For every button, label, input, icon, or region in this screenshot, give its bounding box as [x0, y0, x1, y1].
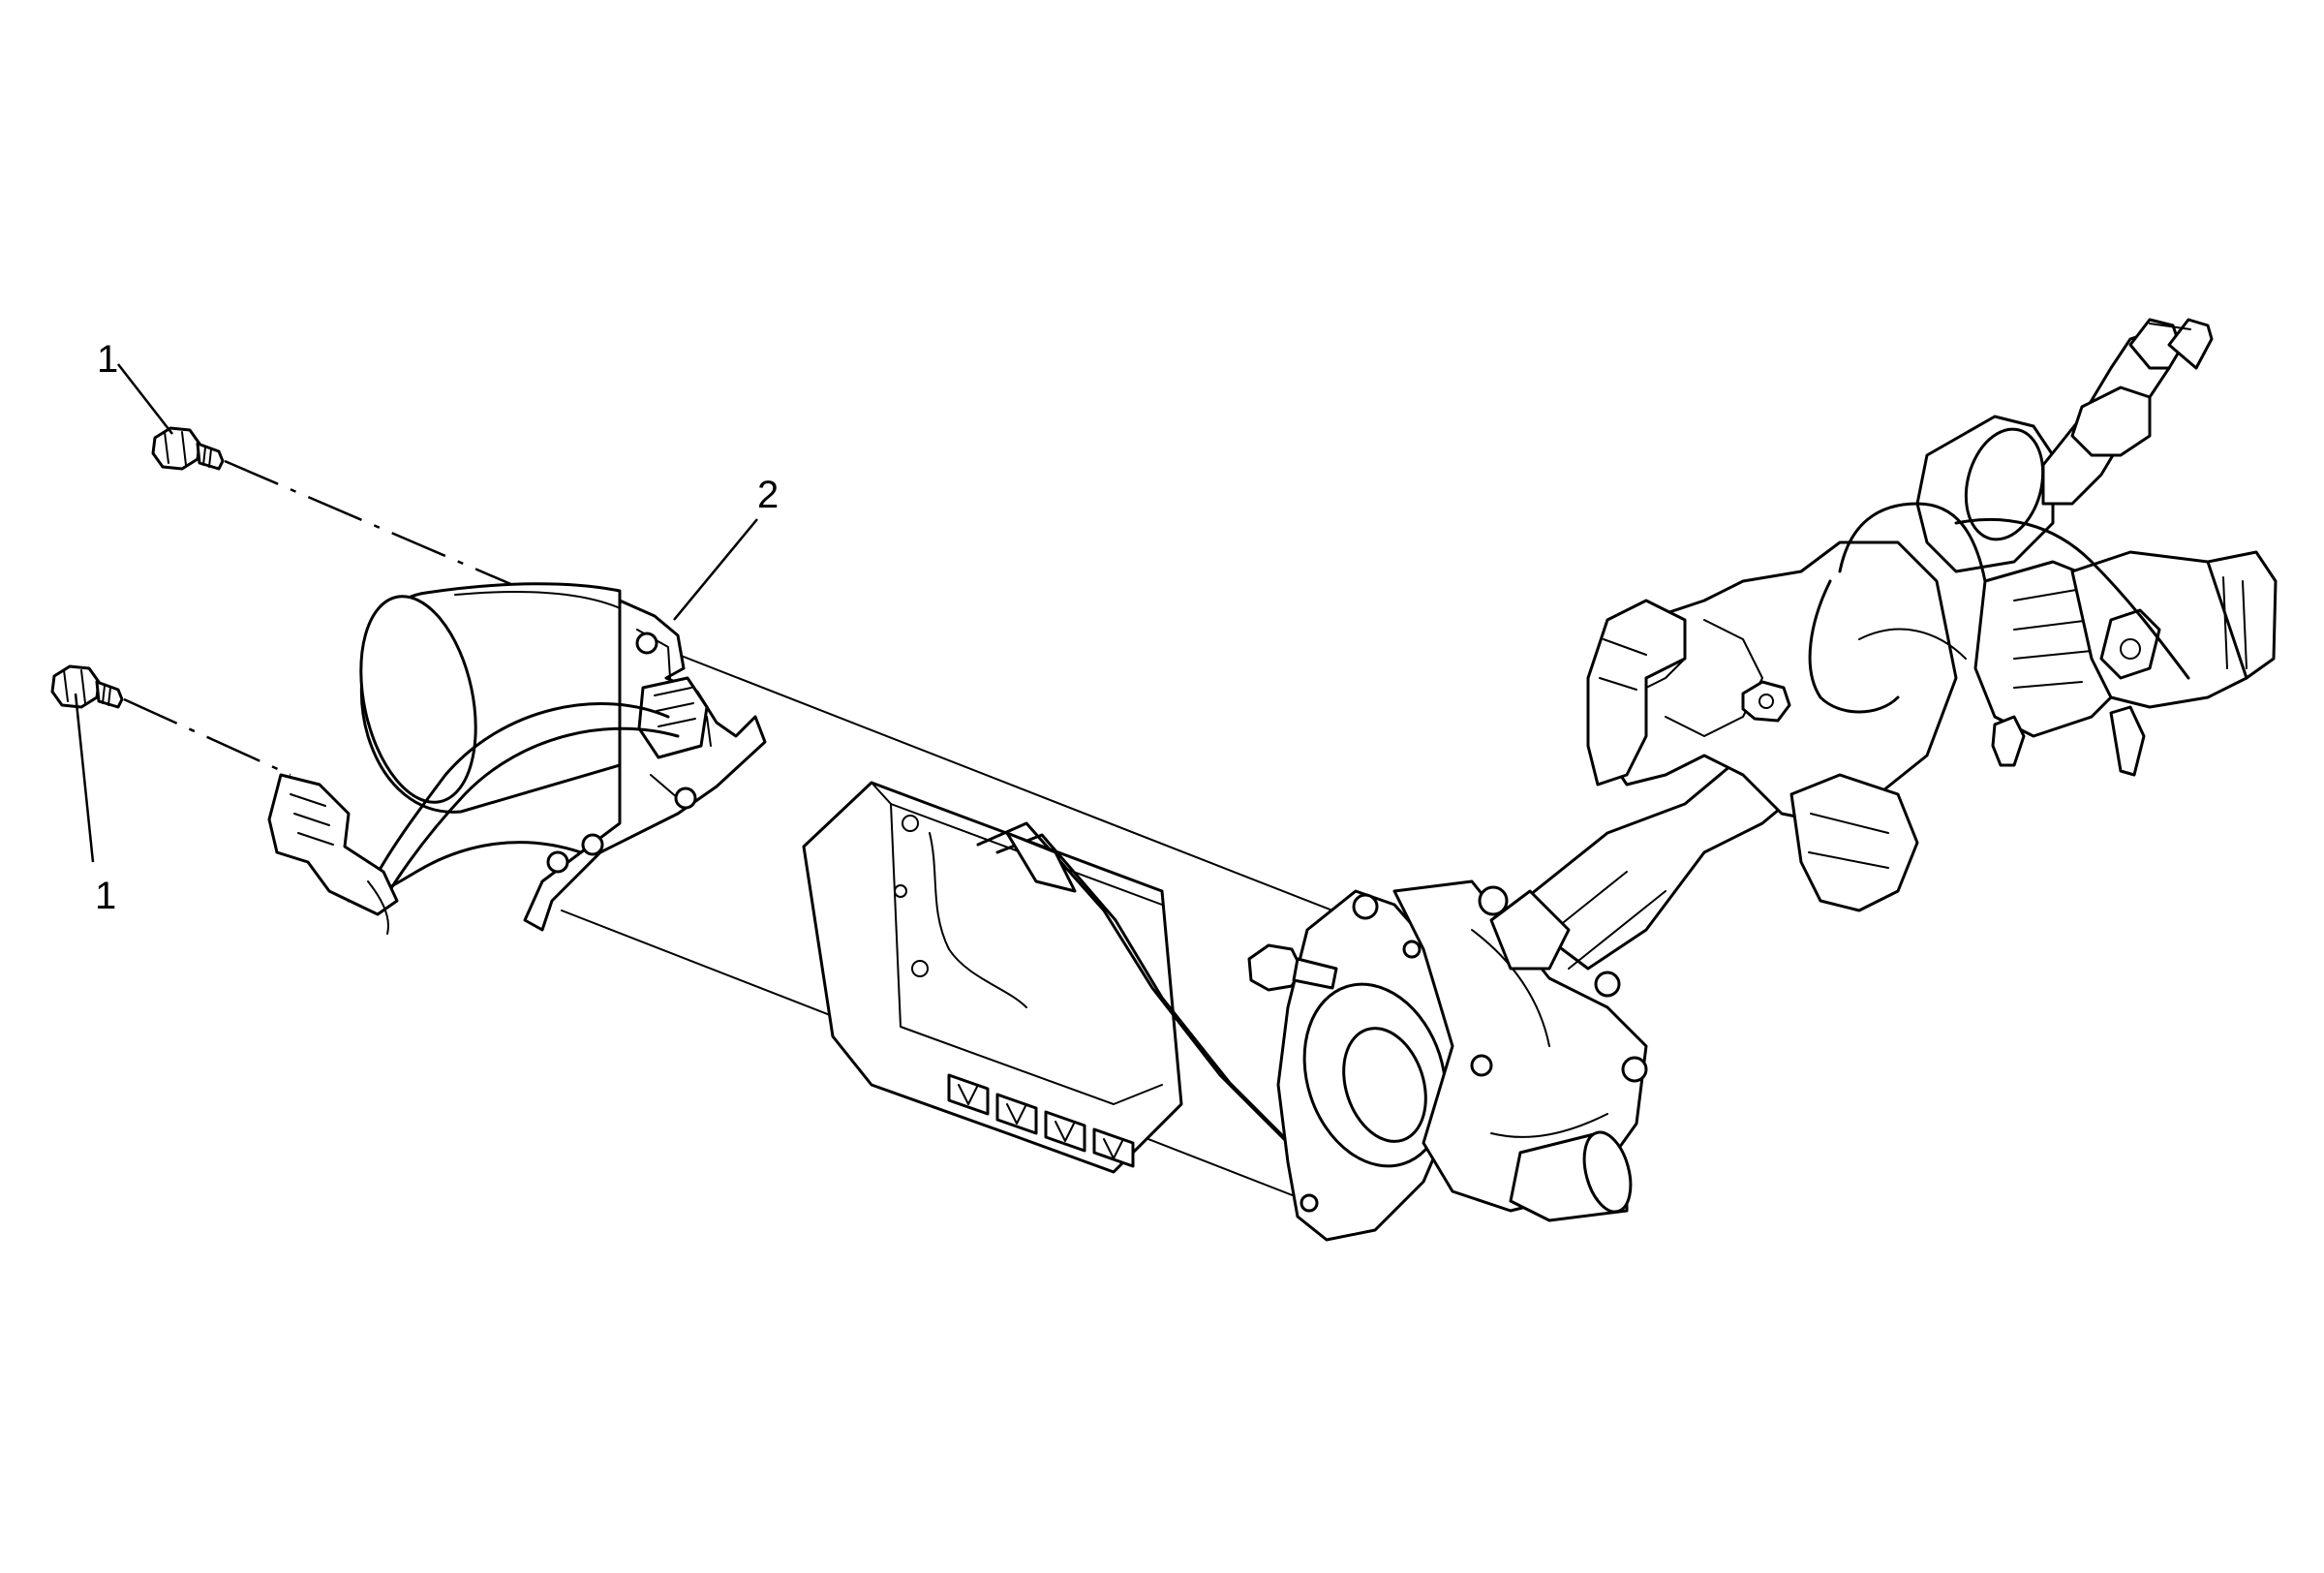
callout-1-label: 1: [97, 338, 118, 381]
control-module: [802, 781, 1298, 1174]
callout-1-leader: [117, 363, 173, 435]
upper-column-assembly: [1586, 318, 2278, 912]
callout-1b-leader: [74, 693, 95, 863]
power-steering-motor: [267, 582, 767, 935]
upper-bolt: [151, 426, 225, 471]
callout-2-label: 2: [757, 474, 779, 516]
lower-bolt: [50, 664, 124, 709]
steering-column-housing: [1247, 879, 1648, 1242]
lower-bolt-install-line: [123, 697, 291, 777]
callout-2-leader: [673, 518, 758, 621]
upper-alignment-line: [638, 638, 1395, 936]
column-tube: [1489, 734, 1822, 971]
callout-1b-label: 1: [95, 875, 116, 917]
